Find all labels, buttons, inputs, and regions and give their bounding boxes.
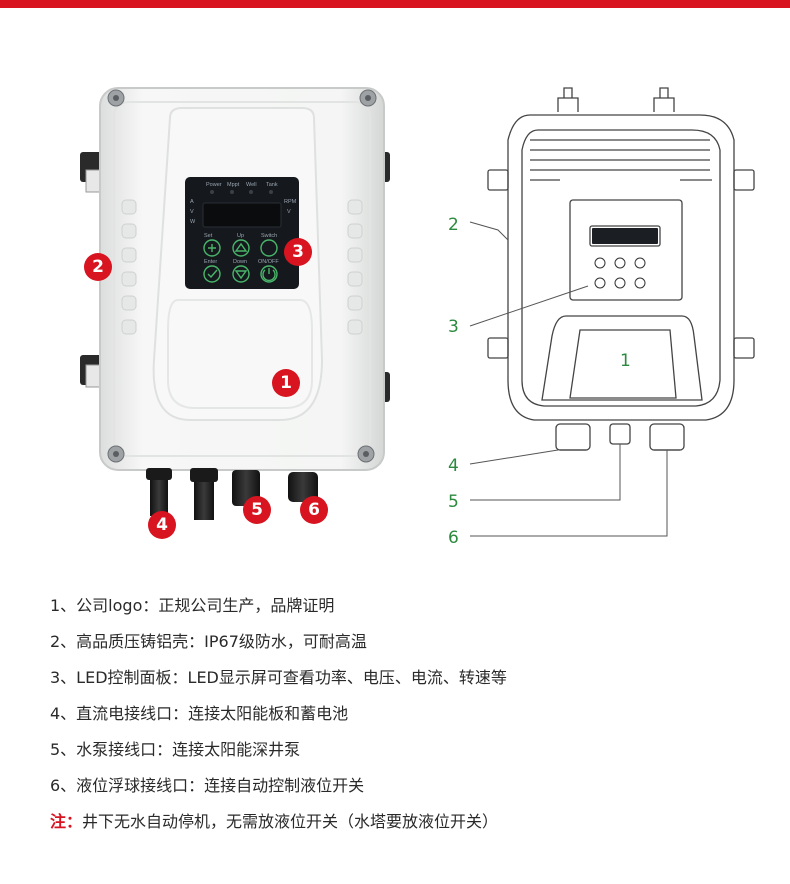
unit-label-rpm: RPM: [284, 199, 297, 205]
product-photo: Power Mppt Well Tank A V W RPM V Set Up …: [0, 0, 420, 560]
feature-item-1: 1、公司logo：正规公司生产，品牌证明: [50, 596, 335, 615]
badge-4: 4: [148, 511, 176, 539]
diagram-callout-6: 6: [448, 528, 459, 548]
diagram-callout-4: 4: [448, 456, 459, 476]
note-line: 注：井下无水自动停机，无需放液位开关（水塔要放液位开关）: [50, 804, 770, 840]
button-label-switch: Switch: [261, 233, 277, 239]
button-label-down: Down: [233, 259, 247, 265]
top-accent-bar: [0, 0, 790, 8]
down-button-icon: [232, 265, 250, 283]
feature-item-6: 6、液位浮球接线口：连接自动控制液位开关: [50, 776, 365, 795]
diagram-callout-3: 3: [448, 317, 459, 337]
cable-glands: [146, 468, 318, 520]
note-prefix: 注：: [50, 812, 83, 831]
button-label-up: Up: [237, 233, 244, 239]
indicator-label-well: Well: [246, 182, 257, 188]
feature-item-2: 2、高品质压铸铝壳：IP67级防水，可耐高温: [50, 632, 367, 651]
button-label-set: Set: [204, 233, 213, 239]
up-button-icon: [232, 239, 250, 257]
unit-label-w: W: [190, 219, 196, 225]
feature-item-3: 3、LED控制面板：LED显示屏可查看功率、电压、电流、转速等: [50, 668, 507, 687]
line-diagram: 1 2 3 4 5 6: [430, 80, 790, 560]
button-label-enter: Enter: [204, 259, 217, 265]
corner-screws: [107, 89, 377, 463]
badge-6: 6: [300, 496, 328, 524]
unit-label-v: V: [190, 209, 194, 215]
led-display: [202, 202, 282, 228]
diagram-callout-1: 1: [620, 351, 631, 371]
badge-2: 2: [84, 253, 112, 281]
indicator-label-tank: Tank: [266, 182, 278, 188]
power-button-icon: [260, 265, 278, 283]
enter-button-icon: [203, 265, 221, 283]
diagram-callout-5: 5: [448, 492, 459, 512]
unit-label-v-right: V: [287, 209, 291, 215]
badge-5: 5: [243, 496, 271, 524]
diagram-callout-2: 2: [448, 215, 459, 235]
badge-3: 3: [284, 238, 312, 266]
note-text: 井下无水自动停机，无需放液位开关（水塔要放液位开关）: [82, 812, 499, 831]
control-panel: Power Mppt Well Tank A V W RPM V Set Up …: [185, 177, 299, 289]
feature-item-5: 5、水泵接线口：连接太阳能深井泵: [50, 740, 301, 759]
unit-label-a: A: [190, 199, 194, 205]
indicator-label-power: Power: [206, 182, 222, 188]
switch-button-icon: [260, 239, 278, 257]
feature-list: 1、公司logo：正规公司生产，品牌证明 2、高品质压铸铝壳：IP67级防水，可…: [50, 588, 770, 840]
feature-item-4: 4、直流电接线口：连接太阳能板和蓄电池: [50, 704, 349, 723]
diagram-svg: 1 2 3 4 5 6: [448, 87, 755, 548]
set-button-icon: [203, 239, 221, 257]
indicator-label-mppt: Mppt: [227, 182, 240, 188]
button-label-onoff: ON/OFF: [258, 259, 279, 265]
badge-1: 1: [272, 369, 300, 397]
controller-illustration: Power Mppt Well Tank A V W RPM V Set Up …: [80, 87, 390, 520]
